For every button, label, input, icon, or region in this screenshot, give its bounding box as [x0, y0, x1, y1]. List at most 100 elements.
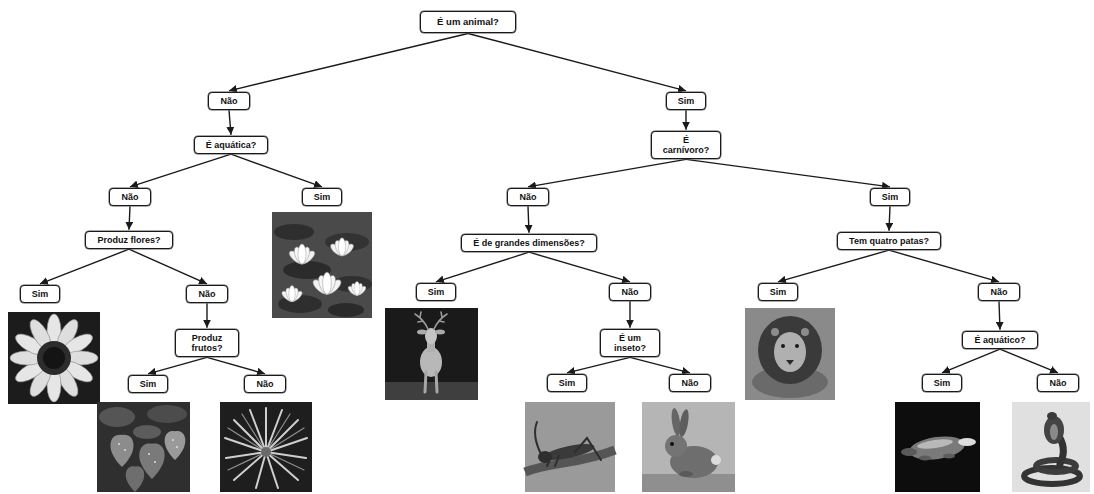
water-lily-photo-part	[328, 303, 364, 317]
node-text: É um animal?	[437, 17, 499, 28]
spiky-plant-photo-part	[261, 447, 271, 457]
answer-box: Não	[669, 374, 710, 392]
node-text: Não	[1049, 378, 1066, 388]
water-lily-photo-part	[272, 212, 372, 318]
spiky-plant-photo-part-part	[228, 452, 266, 470]
platypus-photo-part	[958, 438, 976, 446]
decision-arrow	[40, 249, 129, 284]
rabbit-photo-part	[678, 409, 691, 438]
spiky-plant-photo-part	[228, 414, 304, 470]
sunflower-photo-part-part	[43, 347, 65, 369]
lion-photo-part	[758, 316, 822, 384]
node-text: Sim	[32, 289, 49, 299]
grasshopper-photo-part-part	[555, 456, 559, 466]
lion-photo-part	[774, 332, 806, 372]
decision-arrow	[468, 33, 686, 90]
node-text: Sim	[559, 378, 576, 388]
strawberry-photo-part	[148, 453, 150, 455]
decision-arrow	[229, 33, 468, 90]
answer-box: Sim	[20, 285, 61, 303]
cobra-photo-part	[1047, 412, 1057, 420]
decision-arrow	[529, 252, 630, 282]
node-text: Não	[121, 192, 138, 202]
question-box: Produz frutos?	[175, 329, 239, 358]
deer-photo-part	[417, 330, 427, 335]
strawberry-photo-part	[147, 405, 187, 423]
answer-box: Não	[109, 188, 150, 206]
decision-arrow	[206, 303, 207, 327]
answer-box: Sim	[922, 374, 963, 392]
question-box: É um inseto?	[600, 329, 660, 358]
node-text: É de grandes dimensões?	[473, 238, 585, 248]
decision-arrow	[528, 159, 686, 186]
answer-box: Não	[208, 92, 249, 110]
spiky-plant-photo-part-part	[266, 428, 304, 452]
spiky-plant-photo-part	[220, 402, 312, 492]
node-text: Sim	[678, 96, 695, 106]
node-text: Não	[519, 192, 536, 202]
node-text: É aquática?	[206, 140, 257, 150]
answer-box: Não	[1037, 374, 1078, 392]
decision-arrow	[1000, 349, 1058, 373]
water-lily-photo-part	[274, 224, 314, 240]
answer-box: Sim	[547, 374, 588, 392]
grasshopper-photo-part	[535, 422, 601, 466]
question-box: É aquática?	[194, 136, 269, 154]
spiky-plant-photo-part-part	[242, 414, 266, 452]
node-text: É aquático?	[974, 335, 1025, 345]
node-text: Sim	[882, 192, 899, 202]
deer-photo-part	[385, 382, 478, 400]
answer-box: Sim	[666, 92, 707, 110]
spiky-plant-photo-part-part	[266, 414, 290, 452]
decision-arrow	[567, 357, 630, 372]
node-text: Não	[621, 287, 638, 297]
decision-arrow	[528, 206, 529, 233]
decision-arrow	[229, 110, 231, 135]
deer-photo-part	[415, 312, 447, 329]
lion-photo-part	[786, 360, 794, 365]
node-text: Tem quatro patas?	[849, 236, 929, 246]
deer-photo-part-part	[425, 372, 426, 392]
decision-arrow	[436, 252, 529, 282]
deer-photo-part	[425, 372, 437, 392]
sunflower-photo	[8, 312, 100, 404]
question-box: É um animal?	[420, 11, 516, 34]
answer-box: Não	[609, 283, 650, 301]
platypus-photo	[895, 402, 980, 492]
deer-photo-part-part	[434, 312, 447, 329]
cobra-photo-part	[1050, 424, 1058, 440]
decision-arrow	[629, 301, 630, 327]
strawberry-photo-part	[154, 461, 156, 463]
platypus-photo-part	[901, 448, 917, 456]
grasshopper-photo	[525, 402, 615, 492]
rabbit-photo-part	[642, 402, 735, 492]
rabbit-photo-part	[711, 455, 721, 465]
platypus-photo-part	[943, 454, 955, 459]
water-lily-photo-part	[347, 281, 368, 297]
node-text: Sim	[770, 287, 787, 297]
sunflower-photo-part	[8, 312, 100, 404]
spiky-plant-photo	[220, 402, 312, 492]
strawberry-photo-part	[99, 407, 135, 427]
spiky-plant-photo-part-part	[266, 452, 304, 470]
answer-box: Não	[507, 188, 548, 206]
strawberry-photo-part	[172, 439, 174, 441]
node-text: Produz flores?	[97, 235, 160, 245]
water-lily-photo-part	[311, 272, 344, 297]
spiky-plant-photo-part-part	[228, 428, 266, 452]
strawberry-photo	[97, 402, 190, 492]
answer-box: Não	[186, 285, 227, 303]
strawberry-photo-part	[165, 431, 186, 460]
answer-box: Sim	[302, 188, 343, 206]
platypus-photo-part	[917, 438, 954, 451]
strawberry-photo-part	[110, 435, 133, 467]
deer-photo-part-part	[436, 372, 437, 392]
node-text: Não	[990, 287, 1007, 297]
lion-photo-part	[795, 344, 799, 348]
answer-box: Sim	[416, 283, 457, 301]
node-text: Sim	[140, 379, 157, 389]
decision-arrow	[207, 357, 265, 373]
answer-box: Sim	[128, 375, 169, 393]
spiky-plant-photo-part-part	[265, 408, 267, 452]
decision-arrow	[130, 154, 231, 187]
